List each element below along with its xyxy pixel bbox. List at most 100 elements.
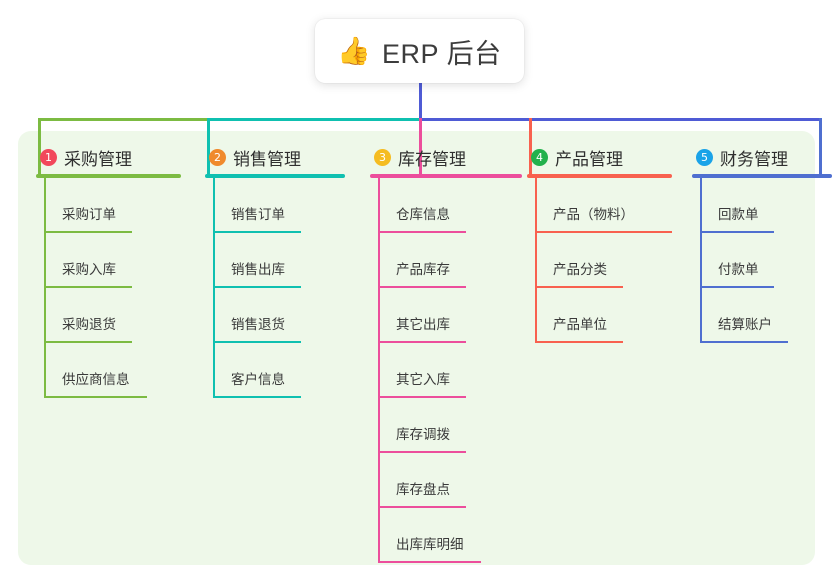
menu-item-label: 其它入库 xyxy=(396,372,450,387)
menu-item[interactable]: 供应商信息 xyxy=(36,343,181,398)
menu-item-label: 采购退货 xyxy=(62,317,116,332)
menu-item-rule xyxy=(378,286,466,288)
column-产品管理: 4 产品管理产品（物料） 产品分类产品单位 xyxy=(527,145,672,343)
menu-item-label: 付款单 xyxy=(718,262,759,277)
column-header-库存管理[interactable]: 3 库存管理 xyxy=(370,145,522,169)
column-items: 回款单付款单结算账户 xyxy=(692,178,832,343)
menu-item-rule xyxy=(378,341,466,343)
menu-item-label: 销售退货 xyxy=(231,317,285,332)
column-title: 财务管理 xyxy=(720,149,788,169)
column-items: 产品（物料） 产品分类产品单位 xyxy=(527,178,672,343)
drop-line-1 xyxy=(38,118,41,176)
menu-item[interactable]: 产品单位 xyxy=(527,288,672,343)
column-header-rule xyxy=(205,174,345,178)
menu-item[interactable]: 结算账户 xyxy=(692,288,832,343)
menu-item-label: 产品单位 xyxy=(553,317,607,332)
menu-item-label: 销售订单 xyxy=(231,207,285,222)
menu-item[interactable]: 出库库明细 xyxy=(370,508,522,563)
menu-item-label: 其它出库 xyxy=(396,317,450,332)
bus-segment-indigo xyxy=(419,118,822,121)
column-spine xyxy=(44,178,46,398)
menu-item-rule xyxy=(213,231,301,233)
menu-item[interactable]: 采购订单 xyxy=(36,178,181,233)
menu-item-rule xyxy=(378,506,466,508)
menu-item-label: 仓库信息 xyxy=(396,207,450,222)
menu-item[interactable]: 采购入库 xyxy=(36,233,181,288)
menu-item-rule xyxy=(378,231,466,233)
menu-item[interactable]: 回款单 xyxy=(692,178,832,233)
column-badge-4: 4 xyxy=(531,148,548,166)
menu-item[interactable]: 销售出库 xyxy=(205,233,345,288)
menu-item[interactable]: 销售退货 xyxy=(205,288,345,343)
column-财务管理: 5 财务管理回款单付款单结算账户 xyxy=(692,145,832,343)
column-库存管理: 3 库存管理仓库信息产品库存其它出库其它入库库存调拨库存盘点出库库明细 xyxy=(370,145,522,563)
menu-item-rule xyxy=(535,341,623,343)
column-spine xyxy=(378,178,380,563)
root-node-erp[interactable]: 👍 ERP 后台 xyxy=(315,19,524,83)
menu-item-label: 出库库明细 xyxy=(396,537,464,552)
menu-item-label: 回款单 xyxy=(718,207,759,222)
column-items: 仓库信息产品库存其它出库其它入库库存调拨库存盘点出库库明细 xyxy=(370,178,522,563)
menu-item-rule xyxy=(378,451,466,453)
column-header-采购管理[interactable]: 1 采购管理 xyxy=(36,145,181,169)
thumbs-up-icon: 👍 xyxy=(337,35,372,66)
menu-item[interactable]: 库存调拨 xyxy=(370,398,522,453)
menu-item-rule xyxy=(535,286,623,288)
menu-item-rule xyxy=(213,396,301,398)
menu-item[interactable]: 其它出库 xyxy=(370,288,522,343)
menu-item-rule xyxy=(378,561,481,563)
column-items: 销售订单销售出库销售退货客户信息 xyxy=(205,178,345,398)
column-badge-5: 5 xyxy=(696,148,713,166)
menu-item-rule xyxy=(44,396,147,398)
column-header-产品管理[interactable]: 4 产品管理 xyxy=(527,145,672,169)
column-spine xyxy=(213,178,215,398)
menu-item-label: 库存盘点 xyxy=(396,482,450,497)
column-spine xyxy=(535,178,537,343)
menu-item-rule xyxy=(700,231,774,233)
column-header-rule xyxy=(370,174,522,178)
menu-item-rule xyxy=(44,341,132,343)
bus-segment-green xyxy=(38,118,210,121)
menu-item[interactable]: 付款单 xyxy=(692,233,832,288)
column-title: 销售管理 xyxy=(233,149,301,169)
menu-item[interactable]: 销售订单 xyxy=(205,178,345,233)
menu-item[interactable]: 产品库存 xyxy=(370,233,522,288)
column-title: 库存管理 xyxy=(398,149,466,169)
menu-item-rule xyxy=(44,286,132,288)
column-badge-1: 1 xyxy=(40,148,57,166)
menu-item[interactable]: 库存盘点 xyxy=(370,453,522,508)
menu-item-label: 供应商信息 xyxy=(62,372,130,387)
menu-item[interactable]: 客户信息 xyxy=(205,343,345,398)
column-spine xyxy=(700,178,702,343)
menu-item-label: 采购订单 xyxy=(62,207,116,222)
menu-item[interactable]: 产品分类 xyxy=(527,233,672,288)
column-采购管理: 1 采购管理采购订单采购入库采购退货供应商信息 xyxy=(36,145,181,398)
menu-item-label: 产品分类 xyxy=(553,262,607,277)
bus-segment-teal xyxy=(207,118,422,121)
drop-line-4 xyxy=(529,118,532,176)
menu-item-label: 产品库存 xyxy=(396,262,450,277)
column-title: 产品管理 xyxy=(555,149,623,169)
menu-item-rule xyxy=(700,286,774,288)
column-header-rule xyxy=(36,174,181,178)
menu-item[interactable]: 采购退货 xyxy=(36,288,181,343)
menu-item-label: 销售出库 xyxy=(231,262,285,277)
menu-item-label: 产品（物料） xyxy=(553,207,634,222)
root-node-title: ERP 后台 xyxy=(382,38,502,69)
menu-item[interactable]: 其它入库 xyxy=(370,343,522,398)
column-title: 采购管理 xyxy=(64,149,132,169)
menu-item-rule xyxy=(213,286,301,288)
drop-line-5 xyxy=(819,118,822,176)
menu-item[interactable]: 产品（物料） xyxy=(527,178,672,233)
menu-item-label: 采购入库 xyxy=(62,262,116,277)
menu-item-rule xyxy=(700,341,788,343)
menu-item-label: 库存调拨 xyxy=(396,427,450,442)
menu-item-rule xyxy=(535,231,672,233)
column-header-rule xyxy=(692,174,832,178)
column-header-财务管理[interactable]: 5 财务管理 xyxy=(692,145,832,169)
column-badge-3: 3 xyxy=(374,148,391,166)
menu-item-label: 客户信息 xyxy=(231,372,285,387)
menu-item[interactable]: 仓库信息 xyxy=(370,178,522,233)
